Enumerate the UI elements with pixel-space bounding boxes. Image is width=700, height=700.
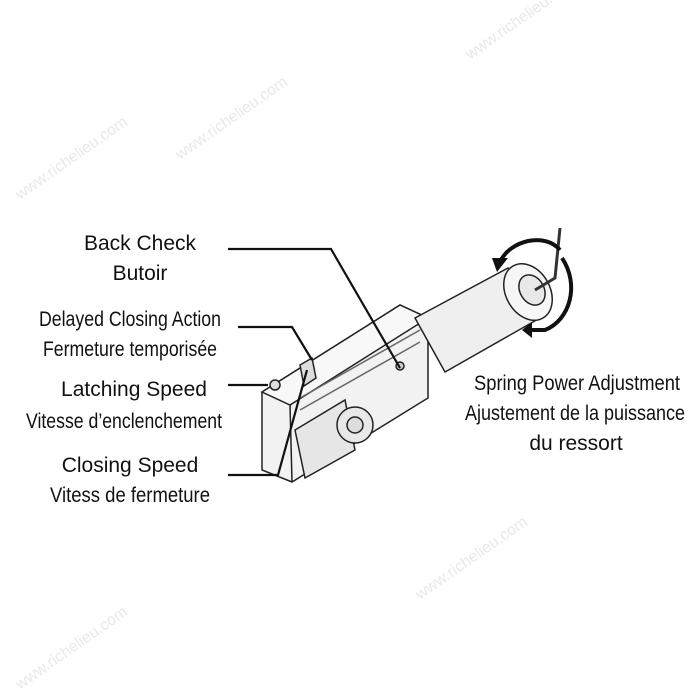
door-closer-body (260, 304, 430, 483)
svg-text:www.richelieu.com: www.richelieu.com (462, 0, 581, 64)
label-back-check: Back Check Butoir (84, 232, 197, 285)
svg-text:www.richelieu.com: www.richelieu.com (412, 513, 531, 603)
back-check-fr: Butoir (113, 262, 168, 285)
label-latching-speed: Latching Speed Vitesse d’enclenchement (26, 378, 222, 433)
spring-cylinder (413, 263, 553, 374)
svg-text:www.richelieu.com: www.richelieu.com (172, 73, 291, 163)
label-delayed-closing: Delayed Closing Action Fermeture tempori… (39, 308, 221, 361)
back-check-en: Back Check (84, 232, 197, 255)
latching-speed-en: Latching Speed (61, 378, 207, 401)
spring-power-fr1: Ajustement de la puissance (465, 402, 685, 425)
label-closing-speed: Closing Speed Vitess de fermeture (50, 454, 210, 507)
delayed-closing-en: Delayed Closing Action (39, 308, 221, 331)
leader-lines (228, 247, 401, 477)
svg-text:www.richelieu.com: www.richelieu.com (12, 603, 131, 693)
latching-speed-fr: Vitesse d’enclenchement (26, 410, 222, 433)
spring-power-en: Spring Power Adjustment (474, 372, 680, 395)
label-spring-power: Spring Power Adjustment Ajustement de la… (465, 372, 685, 455)
hex-key-icon (534, 227, 562, 292)
spring-power-fr2: du ressort (529, 432, 623, 455)
svg-text:www.richelieu.com: www.richelieu.com (12, 113, 131, 203)
closing-speed-fr: Vitess de fermeture (50, 484, 210, 507)
closing-speed-en: Closing Speed (62, 454, 199, 477)
rotation-arrows-icon (498, 238, 573, 332)
delayed-closing-fr: Fermeture temporisée (43, 338, 217, 361)
